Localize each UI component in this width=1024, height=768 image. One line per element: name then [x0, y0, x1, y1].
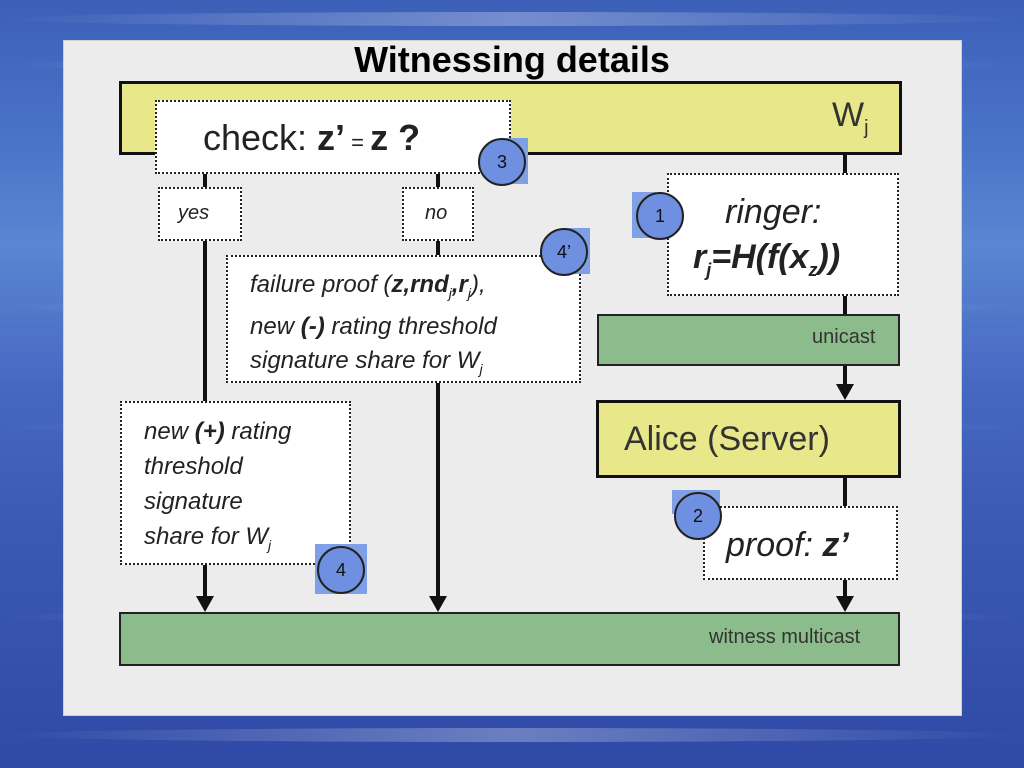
ringer-label: ringer: — [725, 193, 822, 231]
connector-line — [843, 155, 847, 173]
check-box — [155, 100, 511, 174]
connector-line — [203, 174, 207, 187]
bg-wave — [0, 12, 1024, 26]
witness-multicast-label: witness multicast — [709, 626, 861, 648]
no-label: no — [425, 202, 448, 224]
witness-multicast-bar — [119, 612, 900, 666]
connector-line — [843, 478, 847, 506]
connector-line — [436, 383, 440, 598]
arrow-head — [196, 596, 214, 612]
unicast-label: unicast — [812, 326, 876, 348]
bg-wave — [0, 728, 1024, 742]
connector-line — [203, 565, 207, 598]
arrow-head — [836, 384, 854, 400]
proof-text: proof: z’ — [726, 526, 849, 564]
connector-line — [436, 241, 440, 255]
step-badge-4: 4 — [315, 544, 367, 594]
failure-proof-box — [226, 255, 581, 383]
arrow-head — [836, 596, 854, 612]
yes-label: yes — [178, 202, 210, 224]
yes-box — [158, 187, 242, 241]
alice-box — [596, 400, 901, 478]
no-box — [402, 187, 474, 241]
check-text: check: z’ = z ? — [203, 117, 421, 158]
step-badge-2: 2 — [672, 490, 722, 540]
connector-line — [203, 241, 207, 401]
unicast-bar — [597, 314, 900, 366]
connector-line — [843, 580, 847, 598]
ringer-box — [667, 173, 899, 296]
alice-label: Alice (Server) — [624, 420, 830, 458]
proof-box — [703, 506, 898, 580]
step-badge-3: 3 — [478, 138, 528, 186]
plus-rating-box — [120, 401, 351, 565]
failure-proof-text: failure proof (z,rndj,rj), new (-) ratin… — [250, 271, 497, 377]
plus-rating-text: new (+) rating threshold signature share… — [144, 418, 292, 553]
slide-title: Witnessing details — [354, 39, 670, 80]
step-badge-4-prime: 4’ — [540, 228, 590, 276]
connector-line — [843, 296, 847, 314]
ringer-formula: rj=H(f(xz)) — [693, 238, 841, 280]
wj-label: Wj — [832, 96, 869, 139]
step-badge-1: 1 — [632, 192, 684, 240]
connector-line — [843, 366, 847, 386]
connector-line — [436, 174, 440, 187]
arrow-head — [429, 596, 447, 612]
